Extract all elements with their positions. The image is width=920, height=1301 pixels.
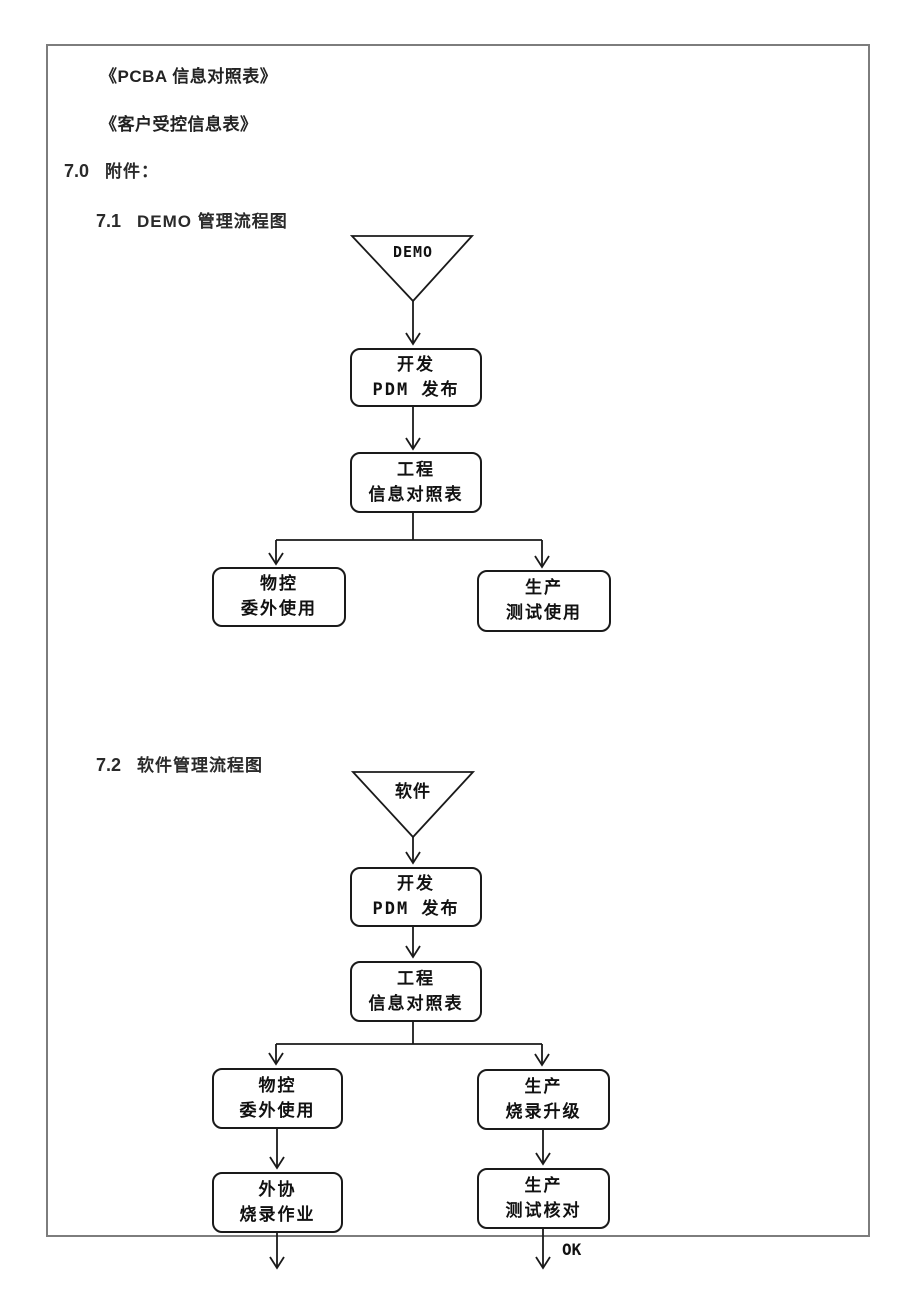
sw-ok-label: OK [562,1240,582,1259]
sw-node-test-line1: 生产 [524,1175,563,1196]
sw-node-burn-line1: 生产 [524,1076,563,1097]
section-7-0-number: 7.0 [64,161,90,181]
demo-node-eng-line2: 信息对照表 [368,484,464,505]
demo-node-prod-line2: 测试使用 [506,603,582,623]
demo-node-mc: 物控 委外使用 [212,567,346,627]
sw-node-mc: 物控 委外使用 [212,1068,343,1129]
section-7-2-number: 7.2 [96,755,122,775]
demo-node-eng: 工程 信息对照表 [350,452,482,513]
sw-node-dev-line2: PDM 发布 [372,899,460,919]
section-7-0-title: 附件： [105,162,160,181]
doc-ref-pcba: 《PCBA 信息对照表》 [100,67,278,86]
demo-node-dev-line2: PDM 发布 [372,379,460,400]
sw-node-burn: 生产 烧录升级 [477,1069,610,1130]
section-7-0-heading: 7.0 附件： [64,157,159,182]
demo-node-mc-line1: 物控 [260,574,298,594]
sw-node-mc-line1: 物控 [258,1075,297,1096]
sw-start-triangle [350,771,476,839]
section-7-1-number: 7.1 [96,211,122,231]
sw-node-ext-line2: 烧录作业 [239,1204,316,1225]
section-7-1-title: DEMO 管理流程图 [137,212,288,231]
sw-node-mc-line2: 委外使用 [239,1100,316,1121]
sw-node-ext-line1: 外协 [258,1179,297,1200]
sw-node-burn-line2: 烧录升级 [505,1101,582,1122]
section-7-1-heading: 7.1 DEMO 管理流程图 [96,207,288,232]
demo-node-dev-line1: 开发 [397,354,435,375]
sw-node-dev: 开发 PDM 发布 [350,867,482,927]
sw-node-eng-line1: 工程 [397,968,435,989]
sw-node-ext: 外协 烧录作业 [212,1172,343,1233]
demo-node-prod-line1: 生产 [525,578,563,598]
demo-node-prod: 生产 测试使用 [477,570,611,632]
sw-node-eng: 工程 信息对照表 [350,961,482,1022]
demo-start-label: DEMO [392,243,434,261]
demo-node-dev: 开发 PDM 发布 [350,348,482,407]
sw-start-label: 软件 [395,782,431,802]
sw-node-test-line2: 测试核对 [505,1200,582,1221]
doc-ref-customer: 《客户受控信息表》 [100,115,258,134]
sw-node-eng-line2: 信息对照表 [368,993,464,1014]
sw-node-dev-line1: 开发 [397,874,435,894]
section-7-2-title: 软件管理流程图 [137,756,264,775]
demo-node-mc-line2: 委外使用 [241,599,317,619]
demo-start-triangle [349,235,475,303]
section-7-2-heading: 7.2 软件管理流程图 [96,751,263,776]
sw-node-test: 生产 测试核对 [477,1168,610,1229]
demo-node-eng-line1: 工程 [397,459,435,480]
